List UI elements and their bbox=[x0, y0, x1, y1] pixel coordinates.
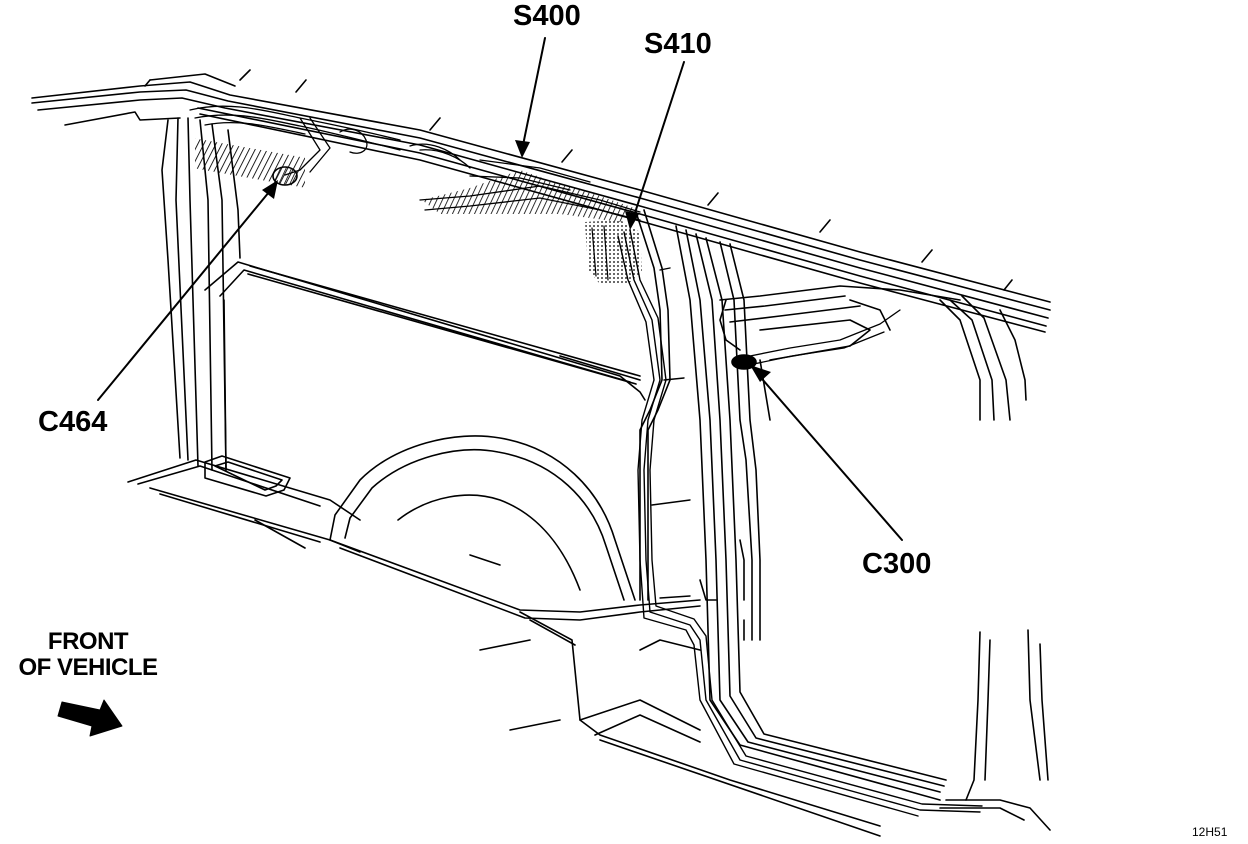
rear-step bbox=[479, 611, 881, 837]
center-pillar bbox=[635, 209, 947, 801]
front-of-vehicle-label: FRONT OF VEHICLE bbox=[4, 630, 172, 680]
rear-opening bbox=[719, 285, 1051, 831]
rail-tick-marks bbox=[239, 69, 1013, 291]
floor-left bbox=[127, 455, 361, 553]
front-label-line1: FRONT bbox=[47, 628, 129, 655]
s400-splice-bundle bbox=[422, 170, 640, 222]
wiring-harness-pillar bbox=[617, 229, 983, 817]
side-panel bbox=[204, 261, 646, 471]
roof-rail bbox=[31, 73, 1051, 333]
wheel-well bbox=[329, 435, 701, 621]
c464-connector bbox=[272, 166, 298, 186]
s410-splice-bundle bbox=[585, 220, 642, 284]
front-overhead-harness bbox=[189, 105, 471, 176]
leader-arrowheads bbox=[262, 140, 771, 382]
c464-label: C464 bbox=[38, 406, 108, 438]
leader-lines bbox=[97, 37, 903, 541]
c300-label: C300 bbox=[862, 548, 932, 580]
c300-connector bbox=[731, 354, 757, 370]
s410-label: S410 bbox=[644, 28, 712, 60]
rear-overhead-harness bbox=[739, 309, 901, 367]
front-label-line2: OF VEHICLE bbox=[18, 654, 158, 681]
front-arrow-icon bbox=[57, 699, 123, 737]
harness-clips bbox=[651, 267, 691, 599]
figure-id: 12H51 bbox=[1192, 825, 1228, 839]
s400-label: S400 bbox=[513, 0, 581, 32]
